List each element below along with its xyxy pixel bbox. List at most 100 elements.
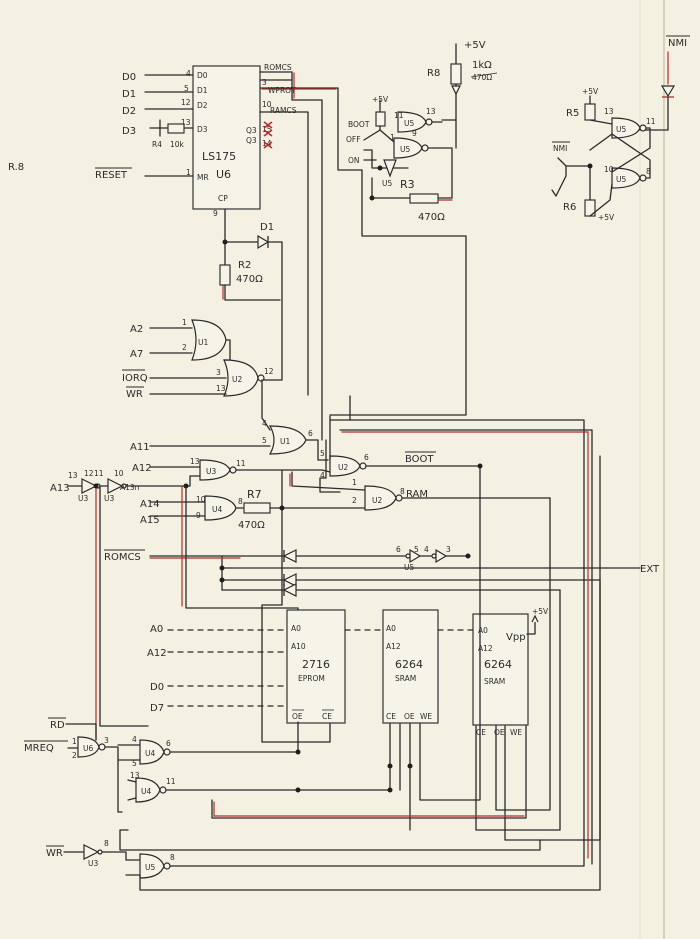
u6-outputs: ROMCS WPROT RAMCS 3 10 15 14 <box>259 63 363 396</box>
net-plus5-r5: +5V <box>582 87 599 96</box>
eprom-name: 2716 <box>302 658 330 671</box>
sram2-plus5: +5V <box>532 607 549 616</box>
u4c-label: U4 <box>141 787 151 796</box>
r5-label: R5 <box>566 108 579 119</box>
u4b-label: U4 <box>145 749 155 758</box>
sram1-we: WE <box>420 712 432 721</box>
q-ramcs-label: RAMCS <box>270 106 297 115</box>
u2b-label: U2 <box>338 463 348 472</box>
eprom-sub: EPROM <box>298 674 325 683</box>
net-a2: A2 <box>130 324 143 335</box>
svg-text:11: 11 <box>94 469 104 478</box>
r3-label: R3 <box>400 178 415 191</box>
net-rd: RD <box>50 720 65 731</box>
nc-mark-q15 <box>263 129 273 137</box>
u2a-label: U2 <box>232 375 242 384</box>
net-plus5-r6: +5V <box>598 213 615 222</box>
control-logic: RD MREQ U6 1 2 3 U4 4 5 6 U4 13 11 WR U3… <box>24 419 601 891</box>
u6-pin-q3n: Q3 <box>246 136 257 145</box>
boot-sw-label: BOOT <box>348 120 370 129</box>
net-plus5-r8: +5V <box>464 40 486 51</box>
svg-text:13: 13 <box>130 771 140 780</box>
junctions <box>93 163 593 793</box>
svg-text:8: 8 <box>170 853 175 862</box>
svg-text:5: 5 <box>262 436 267 445</box>
net-d1: D1 <box>122 89 136 100</box>
svg-text:6: 6 <box>308 429 313 438</box>
r4-label: R4 <box>152 140 162 149</box>
svg-text:11: 11 <box>236 459 246 468</box>
u6-pin-d1: D1 <box>197 86 208 95</box>
sram2-a12: A12 <box>478 644 493 653</box>
svg-text:6: 6 <box>364 453 369 462</box>
svg-text:4: 4 <box>186 69 191 78</box>
svg-text:15: 15 <box>262 125 272 134</box>
svg-text:3: 3 <box>446 545 451 554</box>
sram2-ce: CE <box>476 728 486 737</box>
u5a-label: U5 <box>404 119 414 128</box>
routing-wires <box>119 71 601 865</box>
net-a7: A7 <box>130 349 143 360</box>
margin-mark: R.8 <box>8 162 24 173</box>
net-boot: BOOT <box>405 454 434 465</box>
u5b-label: U5 <box>400 145 410 154</box>
sram2-we: WE <box>510 728 522 737</box>
u6-ref: U6 <box>216 168 231 181</box>
r3-value: 470Ω <box>418 212 445 223</box>
net-plus5-u5: +5V <box>372 95 389 104</box>
svg-text:13: 13 <box>68 471 78 480</box>
eprom-oe: OE <box>292 712 303 721</box>
net-wr2: WR <box>46 848 63 859</box>
svg-text:8: 8 <box>238 497 243 506</box>
u6c-label: U5 <box>145 863 155 872</box>
eprom-ce: CE <box>322 712 332 721</box>
net-ram: RAM <box>406 489 428 500</box>
net-reset: RESET <box>95 170 128 181</box>
sram2-vpp: Vpp <box>506 632 526 643</box>
svg-text:1: 1 <box>182 318 187 327</box>
r5-resistor <box>584 103 596 121</box>
svg-text:5: 5 <box>132 759 137 768</box>
q-romcs-label: ROMCS <box>264 63 292 72</box>
u3b-label: U3 <box>206 467 216 476</box>
eprom-a10: A10 <box>291 642 306 651</box>
svg-text:9: 9 <box>412 129 417 138</box>
boot-switch-circuit: +5V R8 1kΩ 470Ω +5V BOOT OFF ON U5 U5 U5… <box>329 40 498 416</box>
svg-text:1: 1 <box>186 168 191 177</box>
svg-text:3: 3 <box>216 368 221 377</box>
sram1-ce: CE <box>386 712 396 721</box>
sram2-oe: OE <box>494 728 505 737</box>
clock-network: D1 R2 470Ω <box>219 208 283 381</box>
svg-text:2: 2 <box>72 751 77 760</box>
svg-text:4: 4 <box>262 419 267 428</box>
address-decode: A11 U1 4 5 6 A12 U3 13 11 A13 U3 U3 A13n… <box>50 379 551 741</box>
net-d2: D2 <box>122 106 136 117</box>
sram1-sub: SRAM <box>395 674 416 683</box>
r7-label: R7 <box>247 488 262 501</box>
svg-text:12: 12 <box>181 98 191 107</box>
svg-text:3: 3 <box>104 736 109 745</box>
svg-text:13: 13 <box>426 107 436 116</box>
r7-resistor <box>243 502 271 514</box>
nc-mark-q3 <box>263 121 273 129</box>
bus-labels: A0 A12 D0 D7 <box>147 624 474 714</box>
svg-text:13: 13 <box>190 457 200 466</box>
svg-text:13: 13 <box>181 118 191 127</box>
u6-pin-q3: Q3 <box>246 126 257 135</box>
r2-resistor <box>219 264 231 286</box>
svg-text:11: 11 <box>394 111 404 120</box>
u2c-label: U2 <box>372 496 382 505</box>
u3a-label: U3 <box>78 494 88 503</box>
sram1-6264: 6264 SRAM A0 A12 CE OE WE <box>382 609 439 724</box>
u6-pin-cp: CP <box>218 194 228 203</box>
u6-pin-d3: D3 <box>197 125 208 134</box>
boot-sw-on: ON <box>348 156 360 165</box>
svg-text:10: 10 <box>262 100 272 109</box>
svg-text:10: 10 <box>114 469 124 478</box>
net-mreq: MREQ <box>24 743 54 754</box>
u5d-label: U5 <box>616 125 626 134</box>
svg-text:11: 11 <box>166 777 176 786</box>
sram2-a0: A0 <box>478 626 488 635</box>
sram1-a0: A0 <box>386 624 396 633</box>
